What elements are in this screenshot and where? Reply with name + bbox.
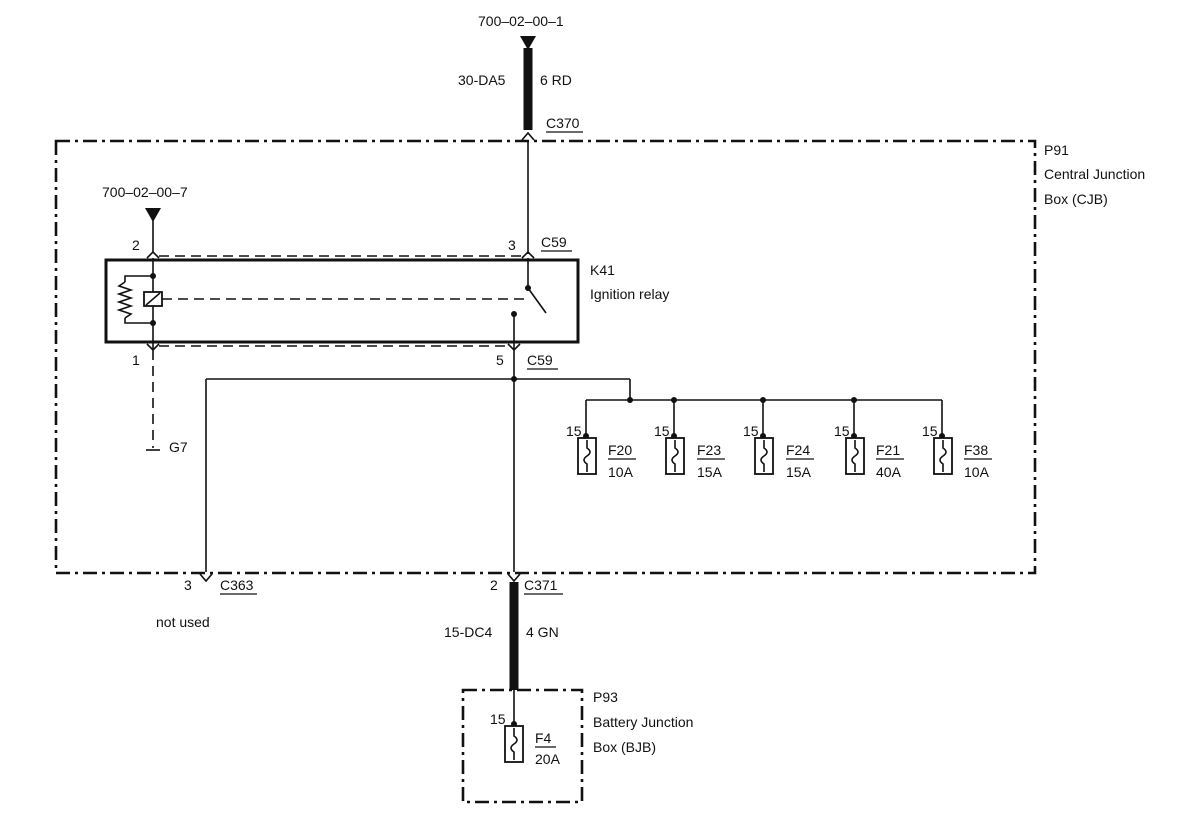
bjb-name-line1: Battery Junction [593, 714, 693, 730]
fuse-f38-pin: 15 [922, 423, 938, 439]
relay-coil-resistor-frame [124, 275, 153, 324]
cjb-name-line1: Central Junction [1044, 166, 1145, 182]
fuse-f38: 15 F38 10A [922, 400, 992, 480]
top-wire-label: 6 RD [540, 72, 572, 88]
fuse-f21-rating: 40A [876, 464, 902, 480]
fuse-f21: 15 F21 40A [834, 397, 904, 480]
relay-pin3: 3 [508, 237, 516, 253]
c371-label: C371 [524, 577, 558, 593]
fuse-f20-rating: 10A [608, 464, 634, 480]
bjb-outline [461, 688, 584, 804]
fuse-f21-icon [851, 440, 859, 472]
bjb-fuse-pin: 15 [490, 711, 506, 727]
fuse-f24: 15 F24 15A [743, 397, 814, 480]
c371-pin: 2 [490, 577, 498, 593]
relay-switch-blade [527, 287, 547, 314]
fuse-f38-icon [939, 440, 947, 472]
c370-label: C370 [546, 115, 580, 131]
fuse-f23-id: F23 [697, 442, 721, 458]
fuse-f23-rating: 15A [697, 464, 723, 480]
fuse-f20-icon [583, 440, 591, 472]
fuse-f23-pin: 15 [654, 423, 670, 439]
fuse-f21-id: F21 [876, 442, 900, 458]
relay-pin1: 1 [132, 352, 140, 368]
fuse-f38-id: F38 [964, 442, 988, 458]
relay-name: Ignition relay [590, 286, 669, 302]
relay-pin2: 2 [132, 237, 140, 253]
c363-pin: 3 [184, 577, 192, 593]
fuse-f4-id: F4 [535, 730, 552, 746]
c371-connector-symbol [507, 573, 521, 583]
fuse-f23-icon [671, 440, 679, 472]
relay-c59-bottom-label: C59 [527, 352, 553, 368]
bottom-circuit-label: 15-DC4 [444, 624, 492, 640]
fuse-f24-rating: 15A [786, 464, 812, 480]
bjb-id: P93 [593, 689, 618, 705]
relay-c59-top-label: C59 [541, 234, 567, 250]
fuse-f4: F4 20A [504, 725, 561, 767]
bjb-name-line2: Box (BJB) [593, 739, 656, 755]
c363-label: C363 [220, 577, 254, 593]
relay-coil-diagonal [145, 292, 161, 306]
relay-pin5: 5 [496, 352, 504, 368]
top-ref-arrow [520, 36, 536, 50]
not-used-note: not used [156, 614, 210, 630]
fuse-f4-rating: 20A [535, 751, 561, 767]
fuse-f38-rating: 10A [964, 464, 990, 480]
relay-ref-label: 700–02–00–7 [102, 184, 188, 200]
bottom-wire-label: 4 GN [526, 624, 559, 640]
fuse-f20-pin: 15 [566, 423, 582, 439]
fuse-f20-id: F20 [608, 442, 632, 458]
ground-label: G7 [169, 439, 188, 455]
relay-body [104, 258, 580, 344]
cjb-name-line2: Box (CJB) [1044, 191, 1108, 207]
relay-ref-arrow [145, 208, 161, 222]
relay-resistor-icon [116, 281, 134, 319]
cjb-id: P91 [1044, 142, 1069, 158]
c370-connector-symbol [521, 131, 535, 141]
fuse-f20: 15 F20 10A [566, 400, 636, 480]
top-ref-label: 700–02–00–1 [478, 13, 564, 29]
relay-pin3-connector [521, 250, 535, 259]
top-circuit-label: 30-DA5 [458, 72, 506, 88]
relay-pin2-connector [146, 250, 160, 259]
fuse-f24-pin: 15 [743, 423, 759, 439]
fuse-f21-pin: 15 [834, 423, 850, 439]
fuse-f4-icon [510, 728, 518, 760]
cjb-outline [54, 139, 1037, 575]
fuse-f24-icon [760, 440, 768, 472]
fuse-f23: 15 F23 15A [654, 397, 725, 480]
relay-id: K41 [590, 262, 615, 278]
c363-connector-symbol [199, 573, 213, 583]
fuse-f24-id: F24 [786, 442, 810, 458]
